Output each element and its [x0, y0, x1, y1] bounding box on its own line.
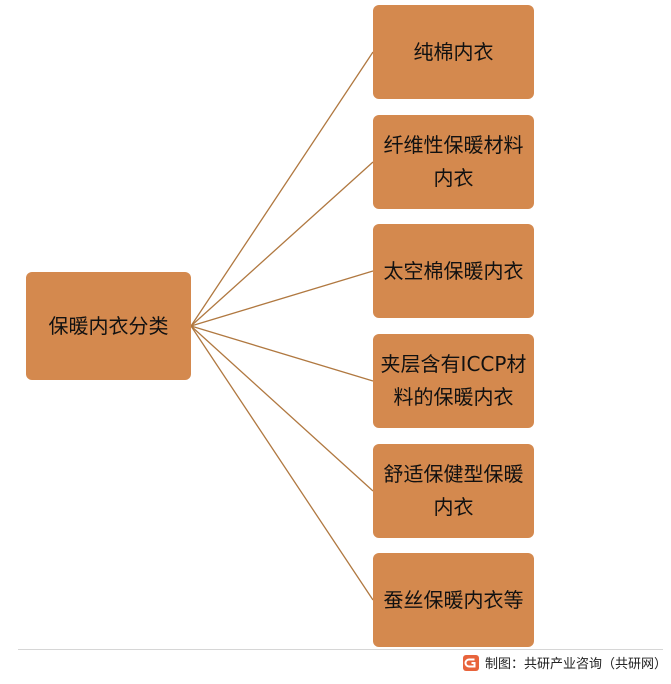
- child-node-pure-cotton: 纯棉内衣: [373, 5, 534, 99]
- source-text: 制图：共研产业咨询（共研网）: [484, 657, 667, 672]
- connector-line-3: [190, 270, 374, 327]
- gonyn-logo-icon: [462, 654, 479, 671]
- root-node-label: 保暖内衣分类: [48, 313, 169, 338]
- child-node-label: 纤维性保暖材料内衣: [383, 133, 524, 190]
- child-node-label: 蚕丝保暖内衣等: [383, 587, 524, 612]
- child-node-label: 纯棉内衣: [413, 39, 494, 64]
- child-node-iccp-interlayer: 夹层含有ICCP材料的保暖内衣: [373, 334, 534, 428]
- connector-line-5: [190, 325, 374, 492]
- child-node-label: 太空棉保暖内衣: [383, 258, 524, 283]
- child-node-label: 夹层含有ICCP材料的保暖内衣: [380, 352, 527, 409]
- root-node: 保暖内衣分类: [26, 272, 191, 380]
- connector-line-4: [190, 325, 374, 382]
- child-node-space-cotton: 太空棉保暖内衣: [373, 224, 534, 318]
- child-node-fiber-material: 纤维性保暖材料内衣: [373, 115, 534, 209]
- child-node-silk: 蚕丝保暖内衣等: [373, 553, 534, 647]
- footer-divider: [18, 649, 663, 650]
- child-node-comfort-health: 舒适保健型保暖内衣: [373, 444, 534, 538]
- source-footer: 制图：共研产业咨询（共研网）: [462, 653, 667, 672]
- connector-line-1: [190, 51, 374, 327]
- connector-line-6: [190, 325, 374, 601]
- connector-line-2: [190, 161, 374, 327]
- child-node-label: 舒适保健型保暖内衣: [383, 462, 524, 519]
